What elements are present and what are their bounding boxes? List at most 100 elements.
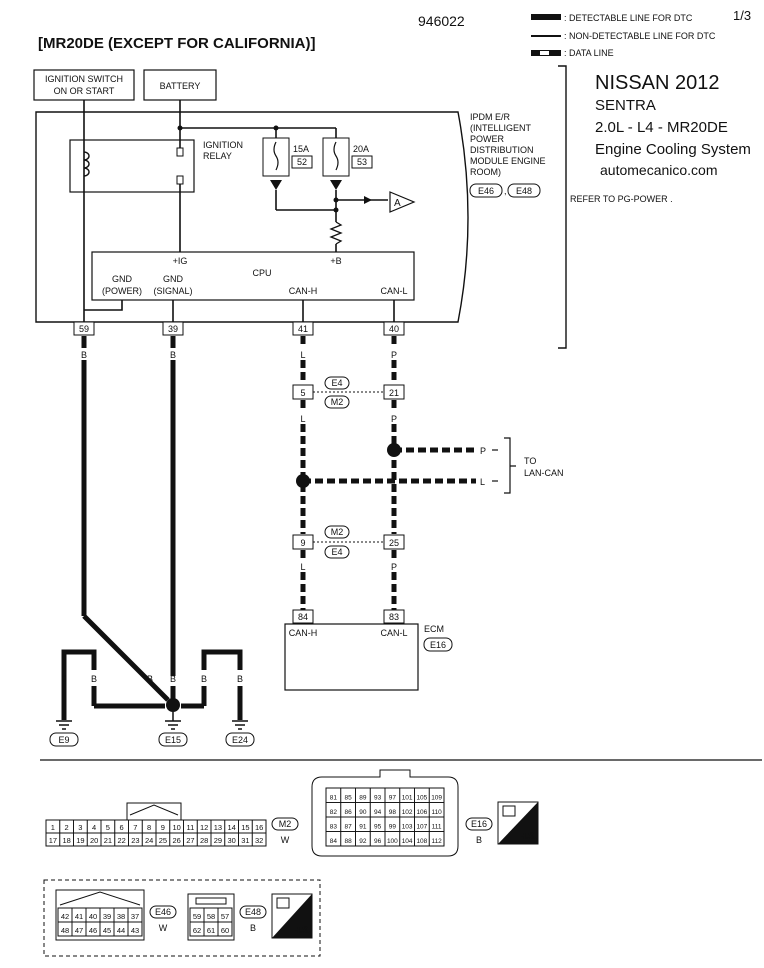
lan-to: TO xyxy=(524,456,536,466)
cpu-gnd-signal-2: (SIGNAL) xyxy=(153,286,192,296)
vehicle-engine: 2.0L - L4 - MR20DE xyxy=(595,119,728,136)
pin-number: 11 xyxy=(186,823,194,832)
wire-b-e24: B xyxy=(237,674,243,684)
pin-number: 94 xyxy=(374,809,382,816)
fuse-53-rating: 20A xyxy=(353,144,369,154)
pin-number: 8 xyxy=(147,823,151,832)
legend-data-line: : DATA LINE xyxy=(564,48,614,58)
pin-number: 98 xyxy=(389,809,397,816)
ground-splice xyxy=(166,698,180,712)
vehicle-site: automecanico.com xyxy=(600,162,718,178)
relay-coil-icon xyxy=(83,151,90,177)
pin-number: 112 xyxy=(431,838,442,845)
hs-icon-e48: H.S. xyxy=(271,893,313,939)
pin-number: 89 xyxy=(359,795,367,802)
ecm-label: ECM xyxy=(424,624,444,634)
pin-number: 31 xyxy=(241,836,249,845)
ground-e9: E9 xyxy=(58,735,69,745)
pin-number: 48 xyxy=(61,926,69,935)
vehicle-make-year: NISSAN 2012 xyxy=(595,72,720,94)
ipdm-label-1: (INTELLIGENT xyxy=(470,123,532,133)
pin-number: 41 xyxy=(75,912,83,921)
wire-l-lan: L xyxy=(480,477,485,487)
pin-number: 111 xyxy=(432,824,442,831)
pin-number: 20 xyxy=(90,836,98,845)
page-index: 1/3 xyxy=(733,8,751,23)
pin-number: 18 xyxy=(62,836,70,845)
page-title: [MR20DE (EXCEPT FOR CALIFORNIA)] xyxy=(38,35,316,52)
pin-number: 22 xyxy=(117,836,125,845)
pin-number: 10 xyxy=(172,823,180,832)
pin-number: 2 xyxy=(65,823,69,832)
pin-number: 85 xyxy=(345,795,353,802)
vehicle-model: SENTRA xyxy=(595,97,656,114)
ipdm-pin-39: 39 xyxy=(168,324,178,334)
pin-number: 109 xyxy=(431,795,442,802)
joint-m2-bottom: M2 xyxy=(331,527,344,537)
pin-number: 57 xyxy=(221,912,229,921)
pin-number: 16 xyxy=(255,823,263,832)
pin-number: 13 xyxy=(214,823,222,832)
legend: : DETECTABLE LINE FOR DTC : NON-DETECTAB… xyxy=(531,13,716,58)
pin-number: 42 xyxy=(61,912,69,921)
ipdm-label-0: IPDM E/R xyxy=(470,112,511,122)
wire-p-3: P xyxy=(391,562,397,572)
cpu-gnd-signal-1: GND xyxy=(163,274,184,284)
pin-number: 27 xyxy=(186,836,194,845)
pin-number: 59 xyxy=(193,912,201,921)
joint-pin-21: 21 xyxy=(389,388,399,398)
connector-e16-color: B xyxy=(476,835,482,845)
ecm-block xyxy=(284,623,419,691)
pin-number: 45 xyxy=(103,926,111,935)
pin-number: 62 xyxy=(193,926,201,935)
cpu-block xyxy=(91,251,415,301)
ref-a-arrow xyxy=(389,191,416,213)
wire-b-e9: B xyxy=(61,674,67,684)
ecm-connector: E16 xyxy=(430,640,446,650)
pin-number: 82 xyxy=(330,809,338,816)
ipdm-label-3: DISTRIBUTION xyxy=(470,145,534,155)
connector-e46-label: E46 xyxy=(155,907,171,917)
pin-number: 110 xyxy=(431,809,442,816)
pin-number: 101 xyxy=(402,795,413,802)
pin-number: 108 xyxy=(416,838,427,845)
pin-number: 60 xyxy=(221,926,229,935)
wire-p-1: P xyxy=(391,350,397,360)
connector-e46-color: W xyxy=(159,923,168,933)
pin-number: 96 xyxy=(374,838,382,845)
ipdm-outline xyxy=(35,111,469,323)
pin-cell xyxy=(217,921,233,937)
pin-number: 93 xyxy=(374,795,382,802)
pin-number: 15 xyxy=(241,823,249,832)
pin-number: 81 xyxy=(330,795,338,802)
cpu-can-l: CAN-L xyxy=(380,286,407,296)
ipdm-label-2: POWER xyxy=(470,134,505,144)
pin-number: 91 xyxy=(359,824,367,831)
ignition-switch-label-2: ON OR START xyxy=(54,86,115,96)
pin-number: 87 xyxy=(345,824,353,831)
joint-pin-5: 5 xyxy=(300,388,305,398)
pin-number: 26 xyxy=(172,836,180,845)
pin-number: 4 xyxy=(92,823,96,832)
pin-number: 24 xyxy=(145,836,153,845)
fuse-52-number: 52 xyxy=(297,157,307,167)
cpu-gnd-power-2: (POWER) xyxy=(102,286,142,296)
pin-number: 88 xyxy=(345,838,353,845)
pin-number: 58 xyxy=(207,912,215,921)
pin-number: 23 xyxy=(131,836,139,845)
pin-number: 105 xyxy=(416,795,427,802)
pin-number: 6 xyxy=(120,823,124,832)
ipdm-pin-41: 41 xyxy=(298,324,308,334)
pin-cell xyxy=(127,921,143,937)
pin-number: 1 xyxy=(51,823,55,832)
ignition-switch-label-1: IGNITION SWITCH xyxy=(45,74,123,84)
pin-number: 84 xyxy=(330,838,338,845)
cpu-plus-ig: +IG xyxy=(173,256,188,266)
pin-number: 86 xyxy=(345,809,353,816)
fuse-53-number: 53 xyxy=(357,157,367,167)
pin-number: 9 xyxy=(161,823,165,832)
